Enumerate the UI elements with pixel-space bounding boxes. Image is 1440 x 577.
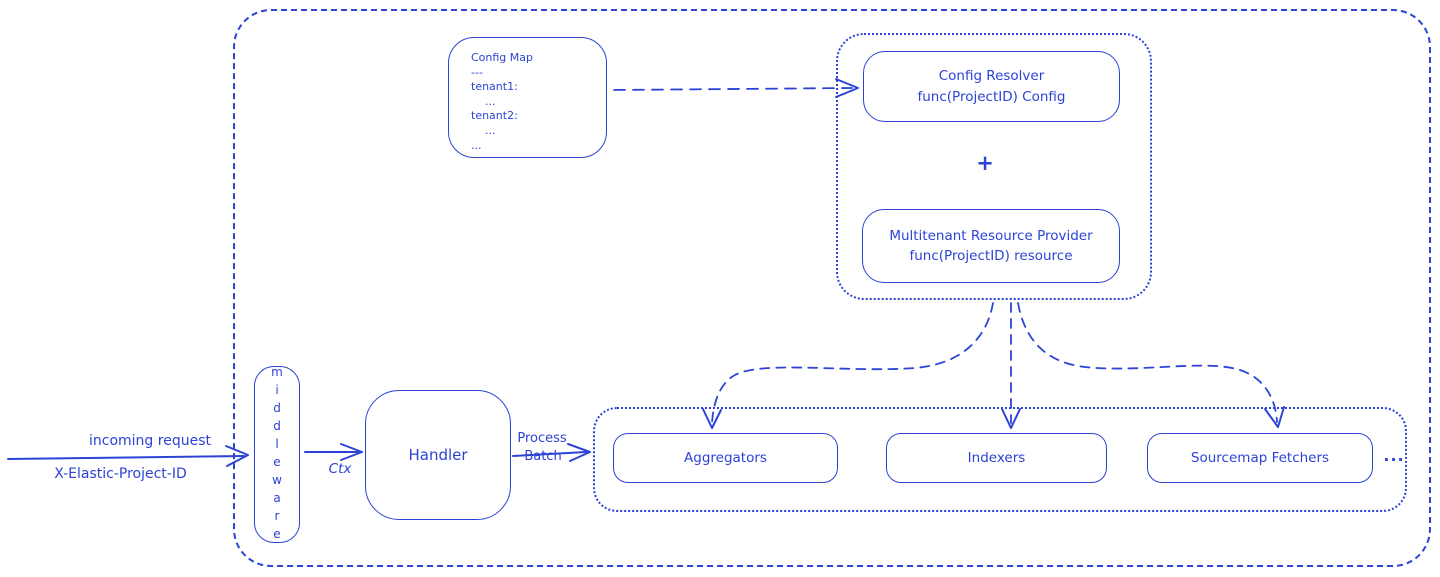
sourcemap-fetchers-box: Sourcemap Fetchers (1147, 433, 1373, 483)
more-components-ellipsis: ... (1383, 446, 1405, 465)
middleware-label: middleware (270, 364, 284, 545)
project-id-header-label: X-Elastic-Project-ID (54, 466, 187, 482)
batch-label: Batch (524, 449, 562, 464)
indexers-label: Indexers (967, 449, 1026, 466)
config-map-box: Config Map --- tenant1: ... tenant2: ...… (448, 37, 607, 158)
config-map-title: Config Map (471, 51, 534, 64)
incoming-request-arrow (7, 445, 249, 467)
aggregators-label: Aggregators (684, 449, 767, 466)
incoming-request-label: incoming request (89, 433, 211, 449)
middleware-box: middleware (254, 364, 300, 545)
ctx-label: Ctx (328, 461, 352, 477)
resource-provider-box: Multitenant Resource Provider func(Proje… (862, 209, 1120, 283)
pipeline-group (593, 407, 1407, 512)
system-boundary-frame (233, 9, 1431, 567)
config-resolver-box: Config Resolver func(ProjectID) Config (863, 51, 1120, 122)
plus-sign: + (976, 151, 994, 175)
handler-label: Handler (408, 445, 468, 464)
resource-provider-signature: func(ProjectID) resource (909, 248, 1073, 264)
config-map-tenant2: tenant2: (471, 109, 518, 123)
config-map-tenant1-body: ... (485, 94, 496, 108)
config-resolver-title: Config Resolver (938, 68, 1045, 85)
handler-box: Handler (365, 390, 511, 520)
config-map-divider: --- (471, 65, 483, 79)
config-map-ellipsis: ... (471, 138, 482, 152)
indexers-box: Indexers (886, 433, 1107, 483)
config-map-tenant2-body: ... (485, 123, 496, 137)
sourcemap-fetchers-label: Sourcemap Fetchers (1190, 449, 1330, 466)
process-label: Process (517, 431, 567, 446)
config-resolver-signature: func(ProjectID) Config (917, 88, 1066, 105)
resolver-provider-group (836, 33, 1152, 300)
aggregators-box: Aggregators (613, 433, 838, 483)
config-map-tenant1: tenant1: (471, 80, 518, 94)
resource-provider-title: Multitenant Resource Provider (889, 227, 1093, 244)
